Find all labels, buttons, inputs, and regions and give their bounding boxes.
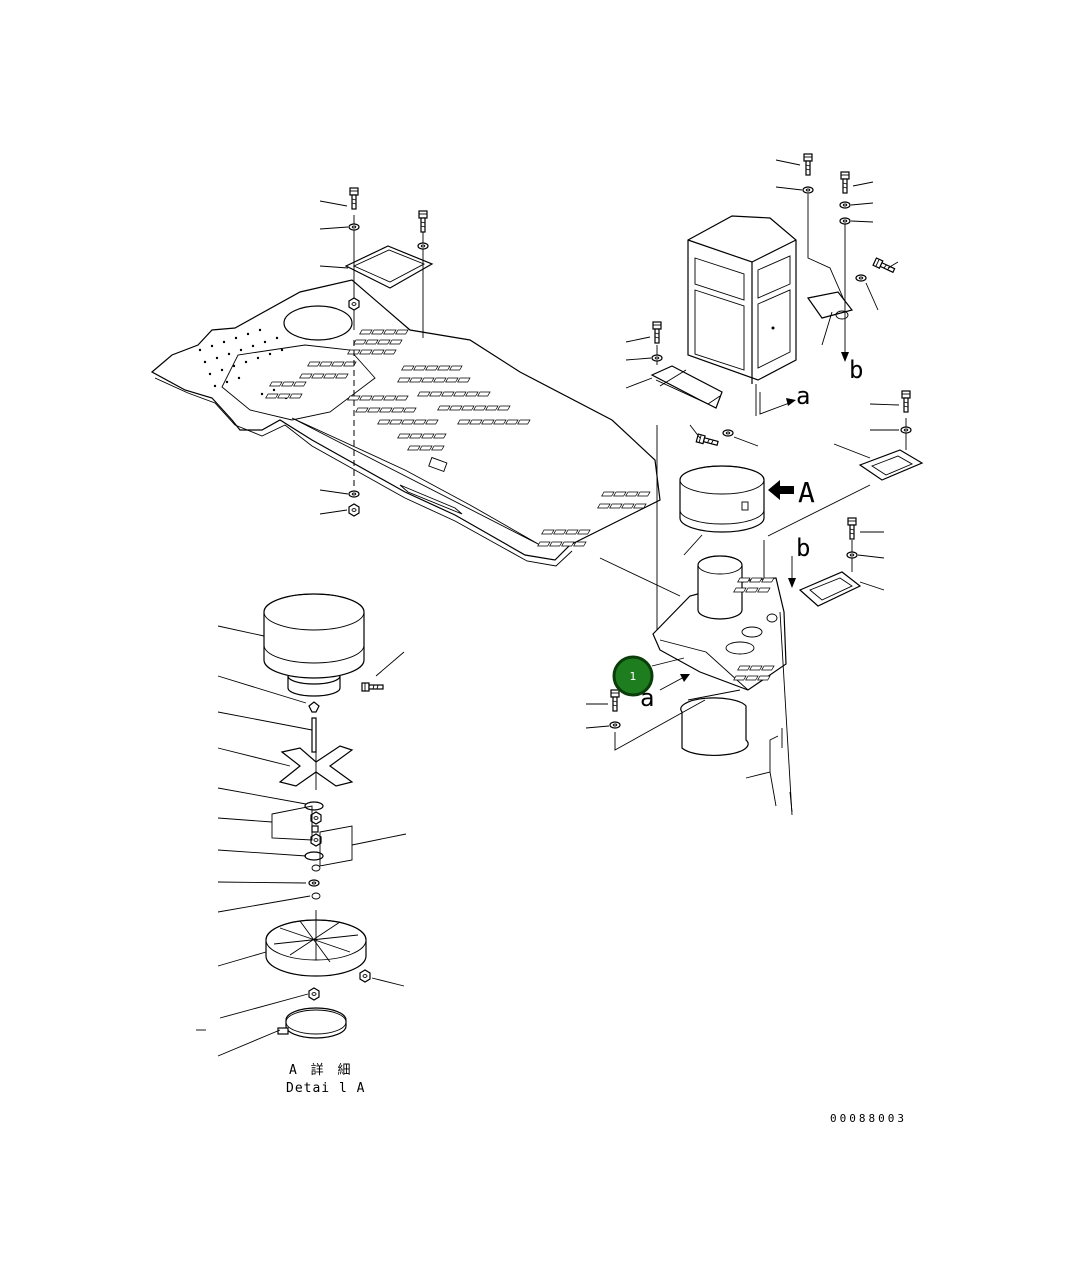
view-arrow-a-upper: a: [759, 382, 810, 415]
bolt-icon: [695, 433, 720, 448]
view-letter-b-lower: b: [796, 534, 810, 562]
bolt-icon: [418, 210, 428, 233]
leader-lines-upper-left: [319, 200, 349, 515]
nut-icon: [308, 987, 320, 1001]
box-mount-bracket: [625, 321, 759, 630]
bolt-icon: [349, 187, 359, 210]
washer-icon: [417, 242, 429, 250]
view-arrow-b-lower: b: [788, 534, 810, 588]
detail-a-assembly: [263, 593, 384, 1039]
nut-icon: [359, 969, 371, 983]
view-arrow-A: A: [768, 476, 815, 509]
housing-fasteners: [585, 611, 793, 816]
bolt-icon: [610, 689, 620, 712]
box-bracket-assembly: [775, 153, 899, 362]
washer-icon: [609, 721, 621, 729]
bolt-icon: [847, 517, 857, 540]
view-letter-A: A: [798, 476, 815, 509]
washer-icon: [651, 354, 663, 362]
callout-number: 1: [630, 670, 637, 683]
washer-icon: [348, 490, 360, 498]
nut-icon: [348, 503, 360, 517]
bolt-icon: [840, 171, 850, 194]
view-letter-a-upper: a: [796, 382, 810, 410]
washer-icon: [722, 429, 734, 437]
leader-lines-detail-a: [196, 625, 407, 1057]
bolt-icon: [361, 682, 384, 692]
drawing-number: 00088003: [830, 1112, 907, 1125]
washer-icon: [846, 551, 858, 559]
washer-icon: [900, 426, 912, 434]
plate-holes: [198, 328, 288, 400]
washer-icon: [802, 186, 814, 194]
washer-icon: [839, 217, 851, 225]
callout-marker-1[interactable]: 1: [612, 655, 654, 697]
bolt-icon: [901, 390, 911, 413]
detail-caption-en: Detai l A: [286, 1081, 365, 1096]
washer-icon: [855, 274, 867, 282]
air-intake-housing: [599, 540, 787, 756]
access-cover-assembly: [344, 187, 434, 517]
air-cleaner-cap: [679, 465, 871, 556]
bolt-icon: [803, 153, 813, 176]
bolt-icon: [652, 321, 662, 344]
view-letter-b-upper: b: [849, 356, 863, 384]
detail-caption-jp: A 詳 細: [289, 1062, 353, 1078]
washer-icon: [348, 223, 360, 231]
right-side-bracket: [833, 390, 924, 481]
nut-icon: [348, 297, 360, 311]
washer-icon: [839, 201, 851, 209]
lower-right-bracket: [798, 517, 885, 607]
